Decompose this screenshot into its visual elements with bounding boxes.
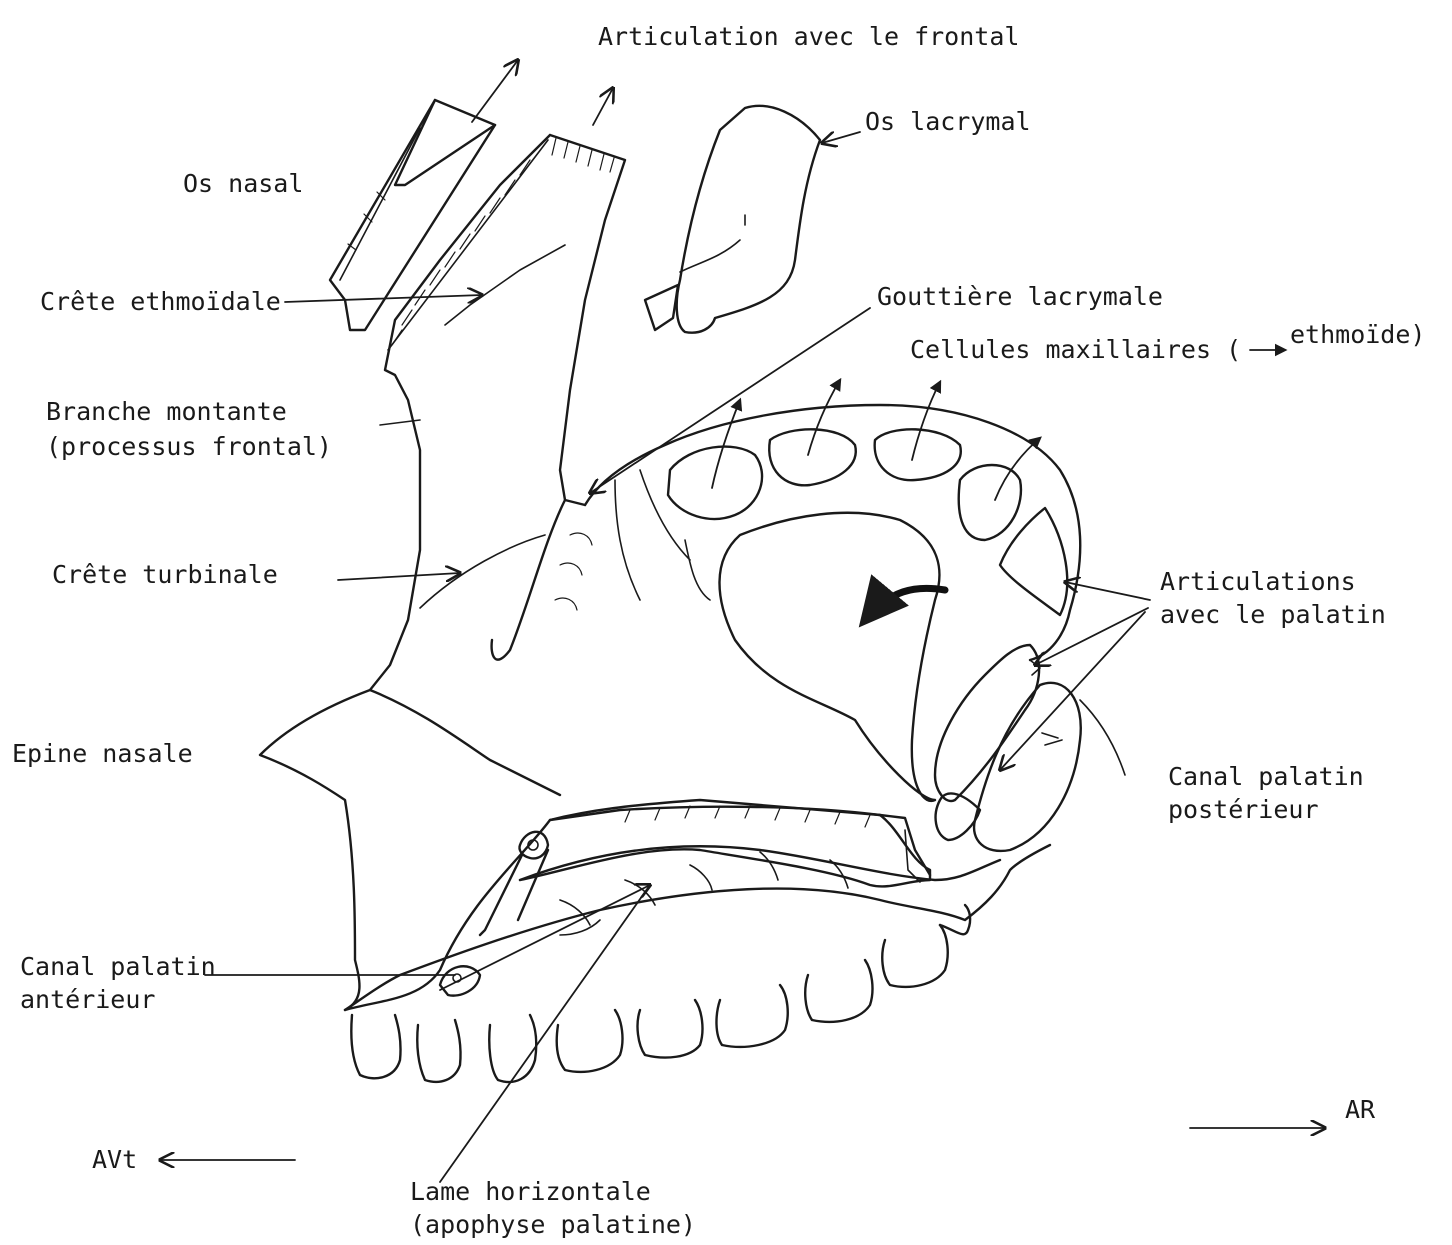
tooth-7	[805, 960, 872, 1022]
cellules-maxillaires-shapes	[668, 429, 1021, 540]
sinus-maxillaire-shape	[719, 513, 945, 801]
os-lacrymal-shape	[645, 106, 820, 333]
label-branche-montante-1: Branche montante	[46, 397, 287, 426]
label-os-nasal: Os nasal	[183, 169, 303, 198]
tooth-4	[557, 1010, 623, 1072]
articulation-palatin-arrow-1	[1065, 582, 1150, 600]
canal-palatin-anterieur-arrow	[440, 885, 650, 990]
tooth-8	[882, 925, 947, 987]
os-lacrymal-arrow	[822, 132, 860, 143]
tooth-6	[716, 985, 787, 1047]
label-canal-palatin-anterieur-1: Canal palatin	[20, 952, 216, 981]
label-articulations-palatin-2: avec le palatin	[1160, 600, 1386, 629]
label-canal-palatin-posterieur-1: Canal palatin	[1168, 762, 1364, 791]
tooth-2	[417, 1020, 460, 1082]
label-branche-montante-2: (processus frontal)	[46, 432, 332, 461]
label-cellules-maxillaires: Cellules maxillaires (	[910, 335, 1241, 364]
cell-arrow-2	[808, 380, 840, 455]
tooth-1	[351, 1015, 400, 1078]
label-lame-horizontale-2: (apophyse palatine)	[410, 1210, 696, 1239]
os-nasal-arrow	[472, 60, 518, 122]
branche-montante-shape	[370, 135, 625, 690]
label-canal-palatin-posterieur-2: postérieur	[1168, 795, 1319, 824]
label-articulations-palatin-1: Articulations	[1160, 567, 1356, 596]
tooth-5	[638, 1000, 703, 1058]
leader-lines	[160, 60, 1325, 1182]
label-avant: AVt	[92, 1145, 137, 1174]
label-cellules-maxillaires-end: ethmoïde)	[1290, 320, 1425, 349]
label-epine-nasale: Epine nasale	[12, 739, 193, 768]
lame-horizontale-leader	[440, 885, 650, 1182]
label-lame-horizontale-1: Lame horizontale	[410, 1177, 651, 1206]
label-os-lacrymal: Os lacrymal	[865, 107, 1031, 136]
articulation-palatin-shapes	[935, 508, 1125, 851]
label-arriere: AR	[1345, 1095, 1376, 1124]
gouttiere-region	[420, 405, 1080, 660]
bone-drawing	[260, 100, 1125, 1082]
cell-arrow-1	[712, 400, 740, 488]
label-crete-turbinale: Crête turbinale	[52, 560, 278, 589]
label-crete-ethmoidale: Crête ethmoïdale	[40, 287, 281, 316]
label-canal-palatin-anterieur-2: antérieur	[20, 985, 155, 1014]
cell-arrow-3	[912, 382, 940, 460]
crete-turbinale-arrow	[338, 573, 460, 580]
text-labels: Articulation avec le frontal Os lacrymal…	[12, 22, 1425, 1239]
label-articulation-frontal: Articulation avec le frontal	[598, 22, 1019, 51]
canal-palatin-anterieur-shape	[440, 832, 548, 996]
articulation-palatin-arrow-3	[1000, 612, 1145, 770]
articulation-frontal-arrow	[593, 88, 613, 125]
tooth-3	[489, 1015, 536, 1082]
label-gouttiere-lacrymale: Gouttière lacrymale	[877, 282, 1163, 311]
articulation-palatin-arrow-2	[1035, 608, 1148, 665]
cell-arrow-4	[995, 438, 1040, 500]
